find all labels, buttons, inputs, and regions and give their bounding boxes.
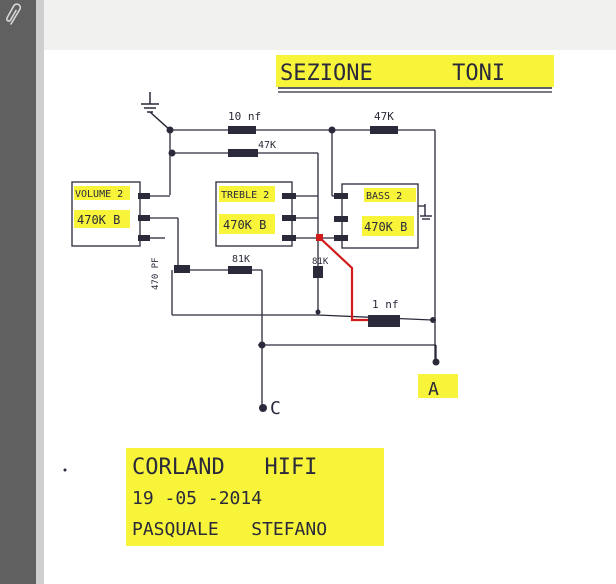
footer-line-3: PASQUALE STEFANO: [132, 519, 327, 540]
bass-label-1: BASS 2: [366, 191, 402, 202]
bass-pot: BASS 2 470K B: [334, 183, 419, 249]
treble-pot: TREBLE 2 470K B: [215, 181, 296, 247]
terminal-a-highlight: [418, 374, 458, 398]
footer-line-2: 19 -05 -2014: [132, 488, 262, 509]
label-470pf: 470 PF: [151, 257, 161, 290]
volume-pot: VOLUME 2 470K B: [71, 181, 150, 247]
footer-highlight: [126, 448, 384, 546]
paperclip-icon[interactable]: [4, 2, 26, 28]
terminal-c-dot: [259, 404, 267, 412]
page-top-margin: [44, 0, 616, 50]
label-10nf: 10 nf: [228, 110, 261, 123]
res-81k-b-body: [313, 266, 323, 278]
junction-dots: [166, 126, 440, 366]
red-wire: [319, 237, 372, 322]
schematic-wires: [150, 129, 437, 407]
bass-label-2: 470K B: [364, 220, 407, 234]
cap-470pf-body: [174, 265, 190, 273]
label-47k-mid: 47K: [258, 140, 276, 151]
schematic-title: SEZIONE TONI: [280, 61, 505, 86]
treble-label-1: TREBLE 2: [221, 190, 269, 201]
res-47k-top-body: [370, 126, 398, 134]
label-81k-a: 81K: [232, 254, 250, 265]
cap-10nf-body: [228, 126, 256, 134]
label-47k-top: 47K: [374, 110, 394, 123]
components: [174, 126, 400, 327]
terminal-c-label: C: [270, 398, 281, 419]
label-1nf: 1 nf: [372, 298, 399, 311]
red-junction: [316, 234, 323, 241]
stray-dot: [63, 468, 67, 472]
res-47k-mid-body: [228, 149, 258, 157]
sidebar-divider[interactable]: [36, 0, 44, 584]
cap-1nf-body: [368, 315, 400, 327]
treble-label-2: 470K B: [223, 218, 266, 232]
ground-symbol-top: [141, 92, 171, 131]
footer-line-1: CORLAND HIFI: [132, 455, 317, 480]
volume-label-2: 470K B: [77, 213, 120, 227]
ground-symbol-bass: [420, 204, 432, 220]
terminal-a-label: A: [428, 379, 439, 400]
label-81k-b: 81K: [312, 257, 329, 267]
volume-label-1: VOLUME 2: [75, 189, 123, 200]
viewer-sidebar: [0, 0, 36, 584]
title-highlight: [276, 55, 554, 87]
res-81k-a-body: [228, 266, 252, 274]
